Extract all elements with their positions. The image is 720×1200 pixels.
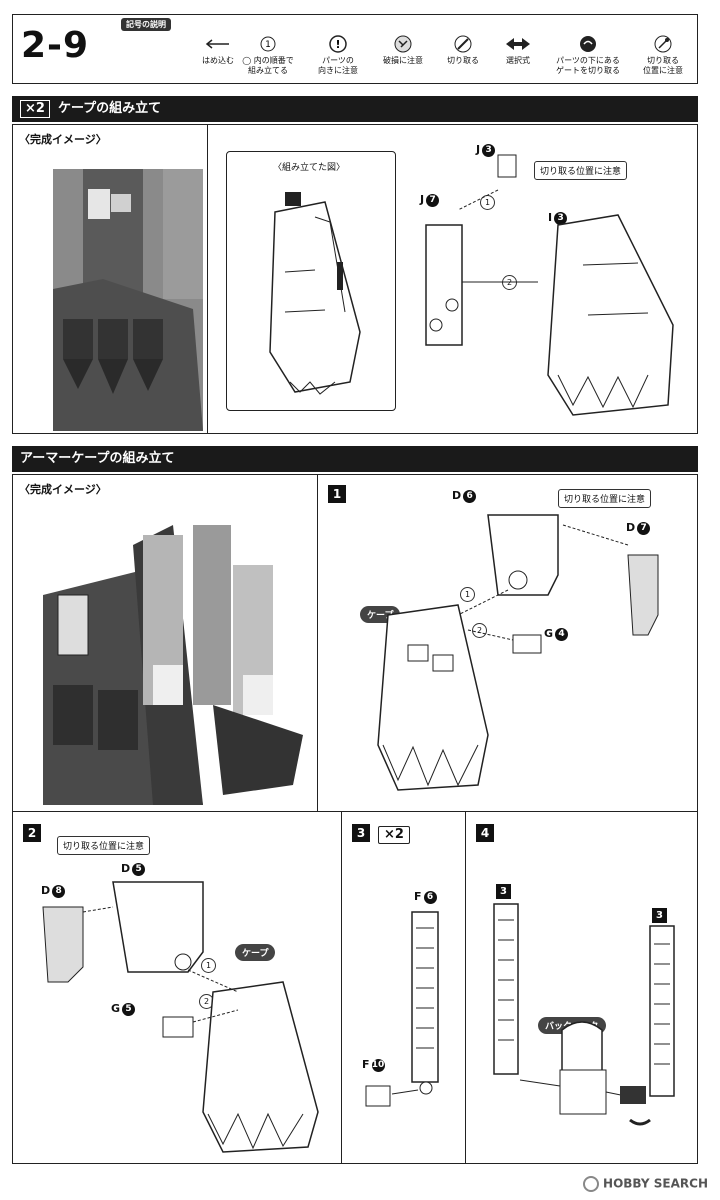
hobby-search-watermark: HOBBY SEARCH bbox=[583, 1176, 708, 1192]
finished-image-caption: 〈完成イメージ〉 bbox=[19, 133, 107, 146]
armor-cape-section-title-bar: アーマーケープの組み立て bbox=[12, 446, 698, 472]
legend-order: 1 ◯ 内の順番で 組み立てる bbox=[233, 35, 303, 76]
step-1-exploded-drawing bbox=[377, 514, 659, 791]
exclamation-icon: ! bbox=[329, 35, 347, 53]
svg-text:!: ! bbox=[335, 38, 340, 51]
legend-snap: はめ込む bbox=[183, 35, 253, 66]
cut-position-callout: 切り取る位置に注意 bbox=[534, 161, 628, 180]
step-1-badge: 1 bbox=[328, 485, 346, 503]
step-3-badge: 3 bbox=[352, 824, 370, 842]
svg-text:1: 1 bbox=[265, 40, 271, 50]
step-2-badge: 2 bbox=[23, 824, 41, 842]
armor-cape-finished-photo bbox=[43, 505, 313, 805]
step-4-badge: 4 bbox=[476, 824, 494, 842]
cape-section-title: ケープの組み立て bbox=[57, 101, 162, 116]
assembled-cape-drawing bbox=[269, 192, 361, 395]
step-2-exploded-drawing bbox=[42, 881, 319, 1153]
cape-exploded-drawing bbox=[425, 154, 674, 416]
step-4-sub-badge-left: 3 bbox=[496, 884, 511, 899]
armor-cape-section-title: アーマーケープの組み立て bbox=[20, 451, 175, 466]
step-4-drawing bbox=[493, 903, 675, 1126]
assembled-view-caption: 〈組み立てた図〉 bbox=[273, 163, 346, 173]
cape-section-title-bar: ×2 ケープの組み立て bbox=[12, 96, 698, 122]
cut-position-icon bbox=[654, 35, 672, 53]
step-number: 2-9 bbox=[21, 25, 90, 66]
quantity-badge: ×2 bbox=[20, 100, 50, 118]
step-3-quantity: ×2 bbox=[378, 823, 410, 844]
hobby-search-logo-icon bbox=[583, 1176, 600, 1192]
assembled-view-box: 〈組み立てた図〉 bbox=[226, 151, 396, 411]
circled-number-icon: 1 bbox=[260, 36, 276, 52]
cape-finished-panel: 〈完成イメージ〉 bbox=[12, 124, 208, 434]
legend-fragile: 破損に注意 bbox=[368, 35, 438, 66]
choice-arrows-icon bbox=[506, 38, 530, 50]
step-1-order-1: 1 bbox=[460, 587, 475, 602]
step-4-panel: 4 3 3 バックパック bbox=[466, 812, 698, 1164]
step-4-sub-badge-right: 3 bbox=[652, 908, 667, 923]
step-3-drawing bbox=[365, 911, 439, 1107]
armor-cape-photo-render bbox=[43, 505, 313, 805]
legend-choice: 選択式 bbox=[483, 35, 553, 66]
cape-finished-photo bbox=[53, 169, 203, 431]
legend-orientation: ! パーツの 向きに注意 bbox=[303, 35, 373, 76]
step-header: 2-9 記号の説明 はめ込む 1 ◯ 内の順番で 組み立てる ! パーツの 向き… bbox=[12, 14, 698, 84]
legend-cut-position: 切り取る 位置に注意 bbox=[628, 35, 698, 76]
gate-cut-icon bbox=[580, 36, 596, 52]
legend-gate-cut: パーツの下にある ゲートを切り取る bbox=[548, 35, 628, 76]
armor-cape-finished-panel: 〈完成イメージ〉 bbox=[12, 474, 318, 812]
step-1-cut-callout: 切り取る位置に注意 bbox=[558, 489, 652, 508]
cape-assembly-panel: 〈組み立てた図〉 J3 切り取る位置に注意 J7 I3 1 2 bbox=[208, 124, 698, 434]
legend-title: 記号の説明 bbox=[121, 18, 171, 31]
cape-photo-render bbox=[53, 169, 203, 431]
legend-cut: 切り取る bbox=[428, 35, 498, 66]
step-1-order-2: 2 bbox=[472, 623, 487, 638]
arrow-left-icon bbox=[205, 39, 229, 49]
step-2-cape-pill: ケープ bbox=[235, 944, 276, 961]
cutter-icon bbox=[454, 35, 472, 53]
armor-finished-image-caption: 〈完成イメージ〉 bbox=[19, 483, 107, 496]
step-2-order-1: 1 bbox=[201, 958, 216, 973]
broken-part-icon bbox=[394, 35, 412, 53]
step-2-cut-callout: 切り取る位置に注意 bbox=[57, 836, 151, 855]
